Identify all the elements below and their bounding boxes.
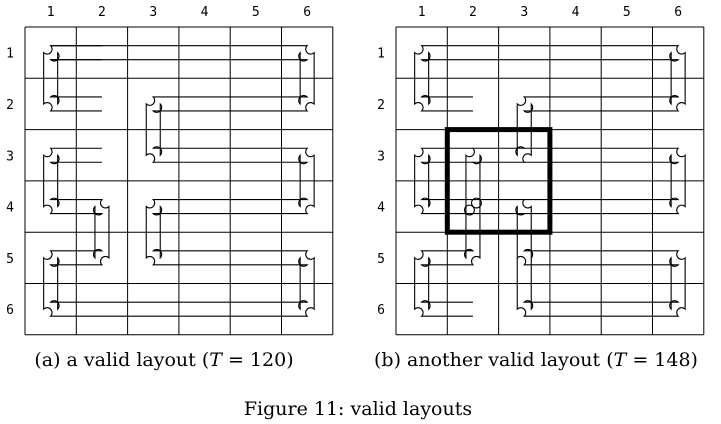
track-rail-3 [524,153,680,208]
row-label-b-2: 2 [377,98,385,113]
row-labels-b: 1 2 3 4 5 6 [377,47,385,318]
col-label-a-4: 4 [201,5,209,20]
track-layout-b [414,45,686,317]
row-label-a-6: 6 [6,303,14,318]
caption-a: (a) a valid layout (T = 120) [34,349,293,371]
track-rail-2 [49,51,102,106]
row-label-a-5: 5 [6,252,14,267]
col-label-a-1: 1 [47,5,55,20]
col-label-a-3: 3 [149,5,157,20]
col-label-b-6: 6 [674,5,682,20]
col-label-b-3: 3 [520,5,528,20]
col-label-a-6: 6 [303,5,311,20]
track-layout-a [43,45,315,317]
row-label-a-3: 3 [6,149,14,164]
row-labels-a: 1 2 3 4 5 6 [6,47,14,318]
highlight-box [444,127,553,235]
track-rail-2 [43,45,102,112]
col-label-b-1: 1 [418,5,426,20]
row-label-b-1: 1 [377,47,385,62]
col-label-a-5: 5 [252,5,260,20]
track-rail-3 [524,147,686,215]
column-labels-a: 1 2 3 4 5 6 [47,5,311,20]
panel-b-another-valid-layout: 1 2 3 4 5 6 1 2 3 4 5 6 (b) another vali… [374,5,705,371]
row-label-a-2: 2 [6,98,14,113]
figure-title: Figure 11: valid layouts [244,398,472,420]
track-rail-2 [420,51,473,106]
track-rail-1 [43,45,315,317]
col-label-b-2: 2 [469,5,477,20]
row-label-b-4: 4 [377,201,385,216]
col-label-b-5: 5 [623,5,631,20]
track-rail-1 [471,45,686,317]
caption-b: (b) another valid layout (T = 148) [374,349,698,371]
track-rail-2 [414,45,473,112]
row-label-a-4: 4 [6,201,14,216]
row-label-a-1: 1 [6,47,14,62]
col-label-b-4: 4 [572,5,580,20]
row-label-b-6: 6 [377,303,385,318]
col-label-a-2: 2 [98,5,106,20]
panel-a-valid-layout: 1 2 3 4 5 6 1 2 3 4 5 6 (a) a valid layo… [6,5,334,371]
track-rail-1 [49,51,309,311]
row-label-b-3: 3 [377,149,385,164]
grid-a [24,26,334,336]
row-label-b-5: 5 [377,252,385,267]
column-labels-b: 1 2 3 4 5 6 [418,5,682,20]
